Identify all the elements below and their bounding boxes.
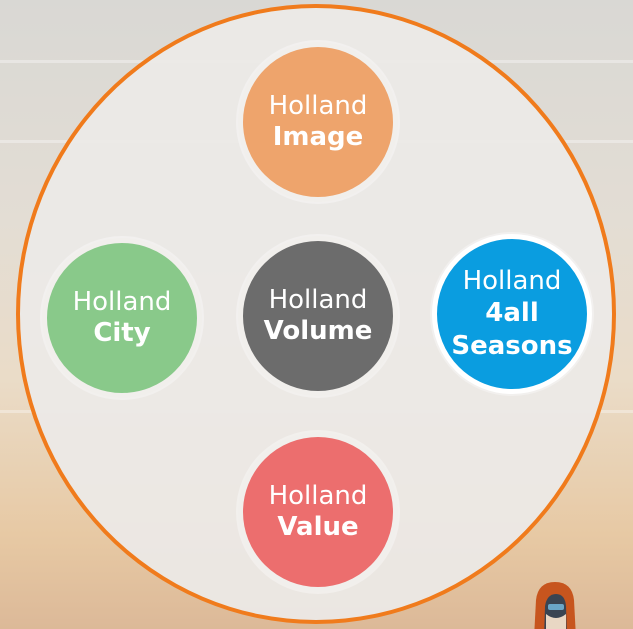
node-label-image: Image <box>272 122 364 152</box>
node-label-seasons: Seasons <box>451 330 573 361</box>
node-label-holland: Holland <box>462 265 562 296</box>
hooded-figure-image <box>534 582 576 629</box>
node-label-holland: Holland <box>268 284 368 315</box>
holland-value-node[interactable]: Holland Value <box>238 432 398 592</box>
node-label-volume: Volume <box>263 316 373 346</box>
node-label-holland: Holland <box>72 286 172 317</box>
holland-image-node[interactable]: Holland Image <box>238 42 398 202</box>
node-label-holland: Holland <box>268 480 368 511</box>
node-label-4all: 4all <box>485 298 539 329</box>
node-label-holland: Holland <box>268 90 368 121</box>
node-label-city: City <box>93 318 151 348</box>
node-label-value: Value <box>277 512 359 542</box>
holland-city-node[interactable]: Holland City <box>42 238 202 398</box>
holland-4all-seasons-node[interactable]: Holland 4all Seasons <box>432 234 592 394</box>
holland-volume-node[interactable]: Holland Volume <box>238 236 398 396</box>
